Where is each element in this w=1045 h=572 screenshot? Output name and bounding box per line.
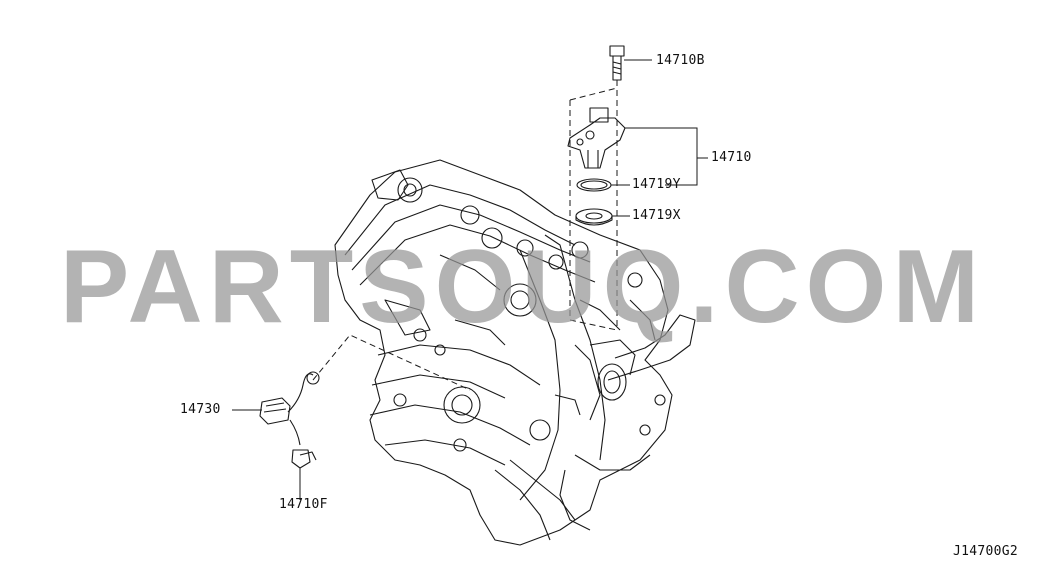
callout-14719X[interactable]: 14719X — [632, 208, 681, 223]
callout-14710F[interactable]: 14710F — [279, 497, 328, 512]
dashed-install-lines — [312, 80, 618, 391]
cam-position-sensor — [567, 45, 626, 226]
crank-position-sensor — [259, 371, 320, 469]
leader-lines — [232, 59, 708, 500]
diagram-code: J14700G2 — [953, 544, 1019, 559]
engine-block — [334, 159, 696, 546]
callout-14710B[interactable]: 14710B — [656, 53, 705, 68]
callout-14719Y[interactable]: 14719Y — [632, 177, 681, 192]
callout-14710[interactable]: 14710 — [711, 150, 752, 165]
callout-14730[interactable]: 14730 — [180, 402, 221, 417]
